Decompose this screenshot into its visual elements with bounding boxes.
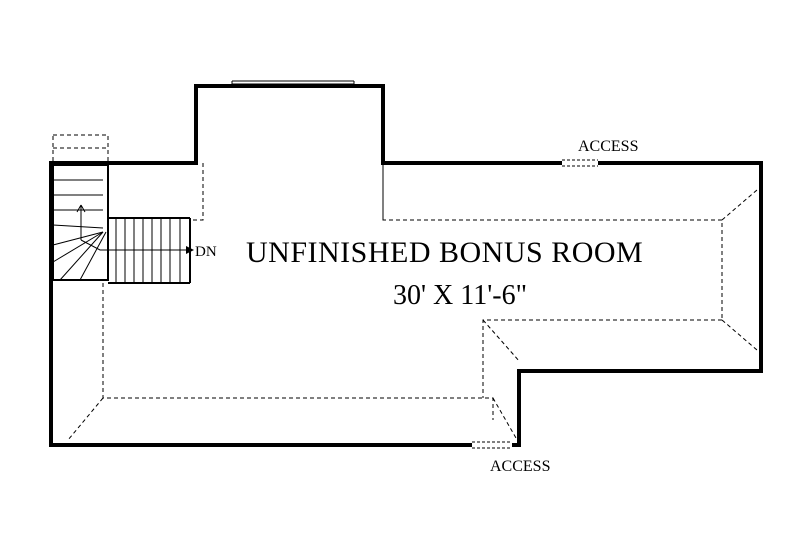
room-name-label: UNFINISHED BONUS ROOM xyxy=(246,236,643,269)
access-bottom-label: ACCESS xyxy=(490,458,550,475)
dormer-window xyxy=(231,80,355,86)
stairway xyxy=(52,134,194,284)
access-top-label: ACCESS xyxy=(578,138,638,155)
exterior-walls xyxy=(49,84,763,447)
room-dimensions-label: 30' X 11'-6" xyxy=(393,280,527,311)
access-opening-bottom xyxy=(472,441,512,449)
stair-down-label: DN xyxy=(195,244,217,260)
access-opening-top xyxy=(562,159,598,167)
knee-wall-lines xyxy=(67,163,758,441)
